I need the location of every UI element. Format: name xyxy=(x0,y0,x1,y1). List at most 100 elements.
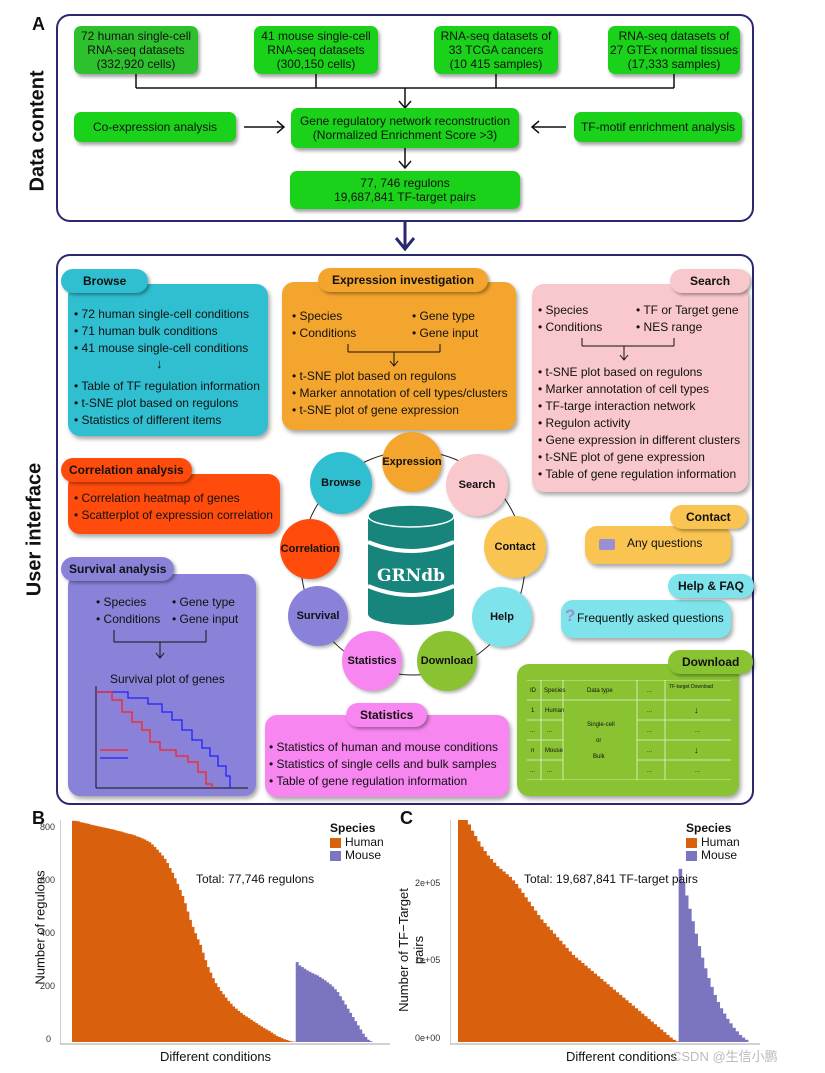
bar-mouse xyxy=(298,965,302,1042)
bar-mouse xyxy=(732,1027,736,1042)
bar-human xyxy=(275,1035,279,1043)
bar-human xyxy=(191,926,195,1042)
survival-merge-arrow xyxy=(113,630,207,659)
bar-human xyxy=(148,842,152,1042)
bar-human xyxy=(555,937,560,1042)
bar-human xyxy=(155,849,159,1042)
bar-human xyxy=(464,820,468,1042)
bar-human xyxy=(219,990,223,1042)
expression-input: Gene type xyxy=(412,308,478,325)
dl-cell-ellipsis: ... xyxy=(695,728,700,734)
grn-box: Gene regulatory network reconstruction(N… xyxy=(291,108,519,148)
chart-c-legend-title: Species xyxy=(686,821,732,835)
bar-human xyxy=(178,889,182,1042)
bar-mouse xyxy=(678,868,683,1042)
bar-human xyxy=(473,835,478,1042)
bar-human xyxy=(188,919,192,1042)
bar-mouse xyxy=(318,977,322,1042)
bar-human xyxy=(634,1008,639,1042)
statistics-card: Statistics of human and mouse conditions… xyxy=(265,715,509,797)
bar-mouse xyxy=(703,968,708,1042)
dl-row3-id: n xyxy=(531,748,534,754)
bar-mouse xyxy=(346,1008,350,1042)
bar-human xyxy=(265,1029,269,1042)
chart-b-legend-human: Human xyxy=(345,835,384,849)
bar-human xyxy=(640,1013,645,1042)
dl-download-arrow-1[interactable]: ↓ xyxy=(694,705,699,715)
bar-mouse xyxy=(707,978,711,1042)
help-text: Frequently asked questions xyxy=(577,611,724,625)
bar-human xyxy=(631,1005,635,1042)
node-browse[interactable]: Browse xyxy=(310,452,372,514)
chart-c-xlabel: Different conditions xyxy=(566,1049,678,1064)
chart-b-xlabel: Different conditions xyxy=(160,1049,272,1064)
bar-human xyxy=(495,866,500,1042)
bar-human xyxy=(565,947,569,1042)
survival-plot xyxy=(95,686,248,789)
expression-card: Species Conditions Gene type Gene input … xyxy=(282,282,516,430)
node-search[interactable]: Search xyxy=(446,454,508,516)
bar-human xyxy=(222,994,225,1042)
bar-human xyxy=(521,892,525,1042)
bar-human xyxy=(232,1006,236,1042)
node-correlation[interactable]: Correlation xyxy=(280,519,340,579)
bar-mouse xyxy=(735,1031,739,1042)
download-card: ID Species Data type ... TF-target Downl… xyxy=(517,664,739,796)
bar-mouse xyxy=(681,882,686,1042)
bar-mouse xyxy=(356,1025,360,1042)
bar-mouse xyxy=(691,921,695,1042)
bar-human xyxy=(239,1012,243,1042)
bar-human xyxy=(211,978,215,1042)
survival-input: Gene input xyxy=(172,611,239,628)
bar-mouse xyxy=(716,1002,721,1042)
search-output: t-SNE plot based on regulons xyxy=(538,364,740,381)
dl-datatype-1: Single-cell xyxy=(587,722,615,728)
bar-mouse xyxy=(323,980,327,1042)
search-output: TF-targe interaction network xyxy=(538,398,740,415)
bar-human xyxy=(150,844,154,1042)
chart-b-legend-human-swatch xyxy=(330,838,341,848)
bar-human xyxy=(628,1002,632,1042)
bar-human xyxy=(133,835,136,1042)
bar-human xyxy=(458,820,462,1042)
bar-human xyxy=(160,855,164,1042)
node-survival[interactable]: Survival xyxy=(288,586,348,646)
user-interface-frame xyxy=(56,254,754,805)
bar-human xyxy=(97,826,101,1042)
bar-mouse xyxy=(344,1004,347,1042)
browse-output: Table of TF regulation information xyxy=(74,378,260,395)
survival-curve-blue xyxy=(96,691,231,788)
correlation-card: Correlation heatmap of genes Scatterplot… xyxy=(68,474,280,534)
bar-human xyxy=(530,906,535,1042)
data-content-frame xyxy=(56,14,754,222)
bar-human xyxy=(115,830,119,1042)
bar-human xyxy=(584,965,588,1042)
bar-human xyxy=(270,1032,274,1042)
bar-human xyxy=(577,960,582,1042)
bar-human xyxy=(571,954,576,1042)
bar-human xyxy=(247,1018,251,1042)
node-statistics[interactable]: Statistics xyxy=(342,631,402,691)
correlation-item: Correlation heatmap of genes xyxy=(74,490,273,507)
dl-download-arrow-2[interactable]: ↓ xyxy=(694,745,699,755)
bar-human xyxy=(290,1041,294,1042)
bar-human xyxy=(209,972,213,1043)
bar-human xyxy=(568,951,572,1042)
statistics-item: Statistics of single cells and bulk samp… xyxy=(269,756,498,773)
contact-card: Any questions xyxy=(585,526,731,564)
bar-human xyxy=(489,859,494,1042)
dl-row2-species: ... xyxy=(547,728,552,734)
bar-human xyxy=(257,1024,261,1042)
node-contact[interactable]: Contact xyxy=(484,516,546,578)
node-expression[interactable]: Expression xyxy=(382,432,442,492)
bar-human xyxy=(461,820,465,1042)
bar-human xyxy=(514,883,519,1042)
browse-card: 72 human single-cell conditions 71 human… xyxy=(68,284,268,436)
bar-human xyxy=(580,962,585,1042)
bar-human xyxy=(470,830,475,1042)
node-download[interactable]: Download xyxy=(417,631,477,691)
bar-mouse xyxy=(369,1041,373,1042)
node-help[interactable]: Help xyxy=(472,587,532,647)
